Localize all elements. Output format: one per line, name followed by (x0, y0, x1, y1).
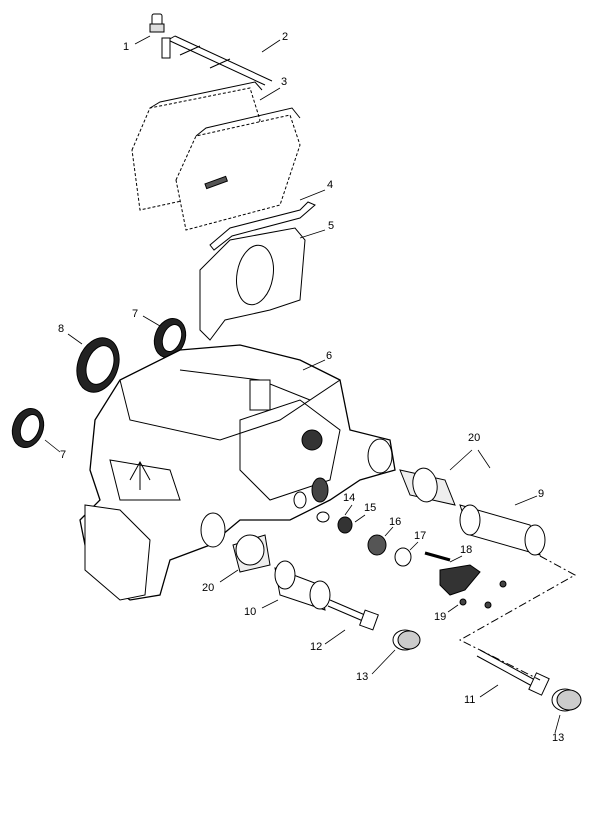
part-seal-upper (153, 318, 187, 358)
callout-10: 10 (244, 606, 257, 618)
part-end-cap-upper (392, 629, 421, 651)
part-guide-sleeve-short (274, 560, 331, 611)
part-wear-sensor (424, 551, 481, 596)
callout-14: 14 (343, 492, 356, 504)
part-gear (337, 516, 353, 534)
callout-3: 3 (281, 76, 288, 88)
callout-20-left: 20 (202, 582, 215, 594)
part-boot-seal (76, 337, 120, 393)
callout-9: 9 (538, 488, 545, 500)
callout-11: 11 (464, 694, 476, 706)
callout-4: 4 (327, 179, 334, 191)
callout-16: 16 (389, 516, 402, 528)
part-adjuster-cap (367, 534, 387, 556)
centerline (458, 555, 577, 681)
part-bolt-long (476, 649, 550, 696)
callout-8: 8 (58, 323, 65, 335)
part-pad-spring (209, 201, 316, 251)
callout-19: 19 (434, 611, 447, 623)
part-seal-lower (11, 408, 45, 448)
part-wear-sensor-wire (161, 35, 273, 86)
part-screws (459, 580, 507, 609)
callout-18: 18 (460, 544, 473, 556)
callout-5: 5 (328, 220, 335, 232)
callout-15: 15 (364, 502, 377, 514)
callout-13-lower: 13 (552, 732, 565, 744)
part-cap (394, 547, 412, 567)
callout-17: 17 (414, 530, 427, 542)
part-bushing-left (232, 534, 271, 573)
part-bushing-right (399, 467, 456, 506)
callout-7-upper: 7 (132, 308, 139, 320)
callout-6: 6 (326, 350, 333, 362)
callout-2: 2 (282, 31, 289, 43)
callout-1: 1 (123, 41, 130, 53)
part-guide-sleeve-long (459, 504, 546, 556)
callout-20-right: 20 (468, 432, 481, 444)
part-bleed-screw (149, 13, 165, 33)
callout-12: 12 (310, 641, 323, 653)
part-clip (316, 511, 330, 523)
part-caliper-housing (79, 344, 396, 601)
callout-7-lower: 7 (60, 449, 67, 461)
part-bolt-short (327, 599, 379, 631)
callout-13-upper: 13 (356, 671, 369, 683)
leader-lines (44, 35, 561, 734)
part-brake-pads (131, 81, 301, 231)
part-end-cap-lower (551, 688, 582, 712)
part-pad-retainer (199, 227, 306, 341)
